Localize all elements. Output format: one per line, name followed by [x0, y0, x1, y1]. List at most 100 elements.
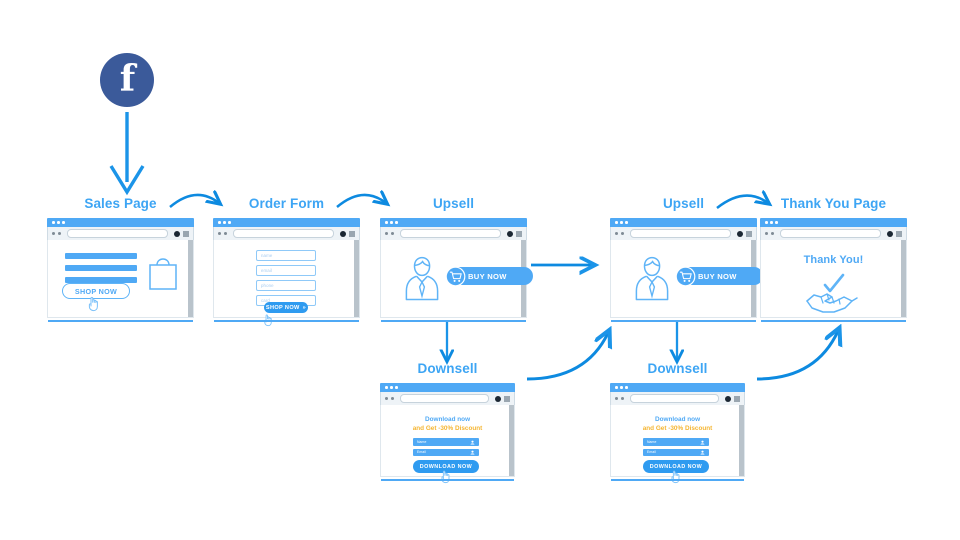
record-icon[interactable] [174, 230, 180, 237]
menu-icon[interactable] [349, 230, 355, 237]
name-field[interactable]: name [256, 250, 316, 261]
back-icon[interactable] [615, 397, 618, 400]
forward-icon[interactable] [224, 232, 227, 235]
window-dot-icon [620, 386, 623, 389]
address-bar[interactable] [780, 229, 881, 238]
forward-icon[interactable] [58, 232, 61, 235]
node-upsell-1[interactable]: Upsell [380, 196, 533, 322]
buy-now-button[interactable]: BUY NOW [679, 267, 763, 285]
window-dot-icon [218, 221, 221, 224]
address-bar[interactable] [400, 229, 501, 238]
downsell-email-label: Email [417, 450, 426, 455]
shop-now-button[interactable]: SHOP NOW [62, 283, 130, 299]
browser-window-upsell-1: BUY NOW [380, 218, 533, 322]
window-dot-icon [390, 221, 393, 224]
back-icon[interactable] [385, 397, 388, 400]
phone-field[interactable]: phone [256, 280, 316, 291]
facebook-icon[interactable]: f [100, 53, 154, 107]
address-bar[interactable] [630, 394, 719, 403]
menu-icon[interactable] [504, 395, 510, 402]
menu-icon[interactable] [183, 230, 189, 237]
person-avatar-icon [635, 256, 669, 301]
node-baseline [761, 319, 906, 322]
forward-icon[interactable] [391, 232, 394, 235]
scrollbar[interactable] [739, 405, 744, 476]
node-order-form[interactable]: Order Form name email phone c [213, 196, 360, 327]
sales-page-title: Sales Page [84, 196, 157, 211]
menu-icon[interactable] [734, 395, 740, 402]
record-icon[interactable] [495, 395, 501, 402]
record-icon[interactable] [887, 230, 893, 237]
download-now-button[interactable]: DOWNLOAD NOW [413, 460, 479, 473]
browser-toolbar [610, 227, 757, 240]
window-dot-icon [52, 221, 55, 224]
downsell-fields: Name Email [413, 438, 479, 456]
downsell-subheadline: and Get -30% Discount [642, 425, 713, 432]
forward-icon[interactable] [771, 232, 774, 235]
user-field-icon [700, 440, 705, 445]
address-bar[interactable] [67, 229, 168, 238]
scrollbar[interactable] [354, 240, 359, 317]
downsell-name-field[interactable]: Name [643, 438, 709, 446]
window-dot-icon [615, 386, 618, 389]
window-dot-icon [385, 221, 388, 224]
scrollbar[interactable] [901, 240, 906, 317]
order-form-submit-button[interactable]: SHOP NOW » [264, 302, 308, 313]
window-dot-icon [395, 221, 398, 224]
window-dot-icon [625, 221, 628, 224]
address-bar[interactable] [233, 229, 334, 238]
record-icon[interactable] [507, 230, 513, 237]
forward-icon[interactable] [621, 232, 624, 235]
handshake-icon [806, 273, 858, 313]
browser-titlebar [610, 383, 745, 392]
scrollbar[interactable] [188, 240, 193, 317]
node-baseline [611, 319, 756, 322]
back-icon[interactable] [385, 232, 388, 235]
window-dot-icon [775, 221, 778, 224]
menu-icon[interactable] [896, 230, 902, 237]
back-icon[interactable] [218, 232, 221, 235]
record-icon[interactable] [340, 230, 346, 237]
browser-window-thank-you: Thank You! [760, 218, 907, 322]
forward-icon[interactable] [391, 397, 394, 400]
menu-icon[interactable] [746, 230, 752, 237]
forward-icon[interactable] [621, 397, 624, 400]
node-downsell-2[interactable]: Downsell Download now and Get -30% Disco… [610, 361, 745, 484]
upsell-1-title: Upsell [432, 196, 475, 211]
window-dot-icon [62, 221, 65, 224]
menu-icon[interactable] [516, 230, 522, 237]
browser-titlebar [380, 383, 515, 392]
back-icon[interactable] [52, 232, 55, 235]
back-icon[interactable] [765, 232, 768, 235]
record-icon[interactable] [737, 230, 743, 237]
node-downsell-1[interactable]: Downsell Download now and Get -30% Disco… [380, 361, 515, 484]
downsell-1-title: Downsell [417, 361, 478, 376]
thank-you-message: Thank You! [803, 254, 864, 266]
downsell-email-field[interactable]: Email [413, 448, 479, 456]
downsell-email-field[interactable]: Email [643, 448, 709, 456]
buy-now-button[interactable]: BUY NOW [449, 267, 533, 285]
page-viewport: SHOP NOW [47, 240, 194, 322]
browser-titlebar [213, 218, 360, 227]
node-sales-page[interactable]: Sales Page [47, 196, 194, 322]
back-icon[interactable] [615, 232, 618, 235]
shopping-cart-icon [445, 266, 466, 287]
order-form-fields: name email phone card [256, 250, 316, 306]
address-bar[interactable] [630, 229, 731, 238]
node-upsell-2[interactable]: Upsell [610, 196, 763, 322]
scrollbar[interactable] [509, 405, 514, 476]
shop-now-label: SHOP NOW [74, 286, 118, 296]
user-field-icon [470, 450, 475, 455]
downsell-name-label: Name [647, 439, 657, 444]
person-avatar-icon [405, 256, 439, 301]
record-icon[interactable] [725, 395, 731, 402]
window-dot-icon [228, 221, 231, 224]
address-bar[interactable] [400, 394, 489, 403]
thank-you-page-title: Thank You Page [780, 196, 887, 211]
window-dot-icon [57, 221, 60, 224]
downsell-name-field[interactable]: Name [413, 438, 479, 446]
download-now-button[interactable]: DOWNLOAD NOW [643, 460, 709, 473]
email-field[interactable]: email [256, 265, 316, 276]
node-thank-you-page[interactable]: Thank You Page Thank You! [760, 196, 907, 322]
downsell-email-label: Email [647, 450, 656, 455]
